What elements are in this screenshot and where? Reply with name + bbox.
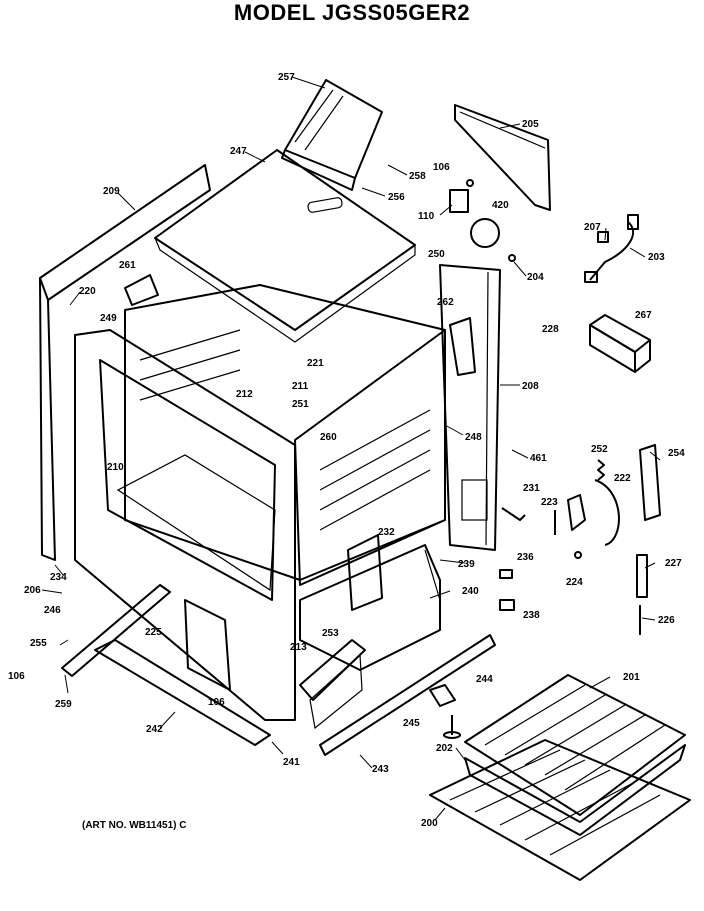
label-208: 208 (522, 381, 539, 392)
label-228: 228 (542, 324, 559, 335)
part-hardware (499, 444, 661, 635)
label-203: 203 (648, 252, 665, 263)
label-222: 222 (614, 473, 631, 484)
diagram-title: MODEL JGSS05GER2 (233, 0, 471, 25)
part-terminal-block (589, 314, 651, 373)
part-bottom-rail (94, 639, 271, 746)
label-267: 267 (635, 310, 652, 321)
part-oven-body (124, 284, 446, 586)
label-420: 420 (492, 200, 509, 211)
part-labels: 257 247 258 256 209 205 106 110 420 204 … (8, 72, 685, 829)
part-drawer-guide (319, 634, 496, 756)
part-leveler (443, 715, 461, 739)
label-106c: 106 (208, 697, 225, 708)
label-227: 227 (665, 558, 682, 569)
label-255: 255 (30, 638, 47, 649)
label-202: 202 (436, 743, 453, 754)
part-oven-rack (429, 739, 691, 881)
label-205: 205 (522, 119, 539, 130)
label-236: 236 (517, 552, 534, 563)
label-232: 232 (378, 527, 395, 538)
label-241: 241 (283, 757, 300, 768)
label-210: 210 (107, 462, 124, 473)
label-244: 244 (476, 674, 493, 685)
label-238: 238 (523, 610, 540, 621)
part-top-panel (154, 149, 416, 343)
label-258: 258 (409, 171, 426, 182)
part-side-panel-right (439, 264, 501, 551)
label-243: 243 (372, 764, 389, 775)
label-204: 204 (527, 272, 544, 283)
part-bracket-261 (124, 274, 159, 306)
label-200: 200 (421, 818, 438, 829)
leader-lines (41, 76, 661, 821)
label-262: 262 (437, 297, 454, 308)
label-246: 246 (44, 605, 61, 616)
label-242: 242 (146, 724, 163, 735)
label-211: 211 (292, 381, 309, 392)
label-260: 260 (320, 432, 337, 443)
label-247: 247 (230, 146, 247, 157)
label-257: 257 (278, 72, 295, 83)
label-223: 223 (541, 497, 558, 508)
label-250: 250 (428, 249, 445, 260)
label-259: 259 (55, 699, 72, 710)
label-106b: 106 (8, 671, 25, 682)
part-broiler-pan (464, 744, 686, 836)
label-254: 254 (668, 448, 685, 459)
label-240: 240 (462, 586, 479, 597)
part-front-frame (74, 329, 296, 721)
label-256: 256 (388, 192, 405, 203)
part-side-panel-left (39, 164, 211, 561)
label-110: 110 (418, 211, 435, 222)
label-261: 261 (119, 260, 136, 271)
part-cooktop-panel (281, 79, 383, 191)
label-253: 253 (322, 628, 339, 639)
label-213: 213 (290, 642, 307, 653)
label-209: 209 (103, 186, 120, 197)
label-249: 249 (100, 313, 117, 324)
label-461: 461 (530, 453, 547, 464)
label-245: 245 (403, 718, 420, 729)
label-207: 207 (584, 222, 601, 233)
art-number: (ART NO. WB11451) C (82, 820, 187, 831)
label-106a: 106 (433, 162, 450, 173)
label-251: 251 (292, 399, 309, 410)
label-226: 226 (658, 615, 675, 626)
part-bracket-262 (449, 317, 476, 376)
label-239: 239 (458, 559, 475, 570)
label-252: 252 (591, 444, 608, 455)
label-206: 206 (24, 585, 41, 596)
part-base-frame (299, 544, 441, 671)
label-225: 225 (145, 627, 162, 638)
part-panel-225 (184, 599, 231, 691)
label-221: 221 (307, 358, 324, 369)
label-201: 201 (623, 672, 640, 683)
part-backguard (454, 104, 551, 211)
part-plate-253 (299, 639, 366, 730)
label-248: 248 (465, 432, 482, 443)
label-220: 220 (79, 286, 96, 297)
part-broiler-grid (464, 674, 686, 816)
part-front-rail (61, 584, 171, 677)
part-small-components (449, 179, 516, 262)
label-224: 224 (566, 577, 583, 588)
part-wire-harness (584, 214, 639, 283)
label-234: 234 (50, 572, 67, 583)
label-212: 212 (236, 389, 253, 400)
part-bracket-232 (347, 534, 383, 611)
label-231: 231 (523, 483, 540, 494)
